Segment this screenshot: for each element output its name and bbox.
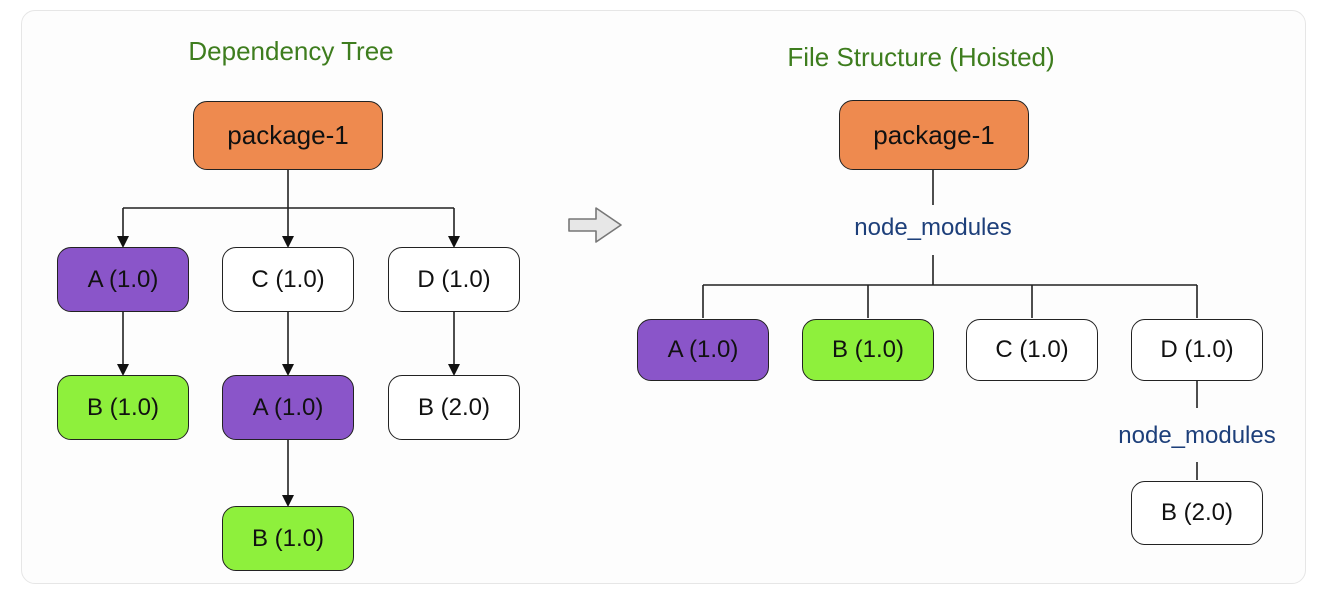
left-node-d: D (1.0) <box>388 247 520 312</box>
left-node-c-a: A (1.0) <box>222 375 354 440</box>
dependency-tree-title: Dependency Tree <box>188 36 394 66</box>
left-root-node: package-1 <box>193 101 383 170</box>
file-structure-title: File Structure (Hoisted) <box>787 42 1055 72</box>
right-node-c: C (1.0) <box>966 319 1098 381</box>
right-node-a: A (1.0) <box>637 319 769 381</box>
left-node-d-b: B (2.0) <box>388 375 520 440</box>
left-node-a-b: B (1.0) <box>57 375 189 440</box>
right-arrow-icon <box>568 207 622 243</box>
left-node-a: A (1.0) <box>57 247 189 312</box>
node-modules-label: node_modules <box>854 214 1012 241</box>
nested-node-modules-label: node_modules <box>1118 422 1276 449</box>
left-node-c-a-b: B (1.0) <box>222 506 354 571</box>
right-node-b: B (1.0) <box>802 319 934 381</box>
right-root-node: package-1 <box>839 100 1029 170</box>
right-node-d: D (1.0) <box>1131 319 1263 381</box>
left-node-c: C (1.0) <box>222 247 354 312</box>
right-node-d-b: B (2.0) <box>1131 481 1263 545</box>
